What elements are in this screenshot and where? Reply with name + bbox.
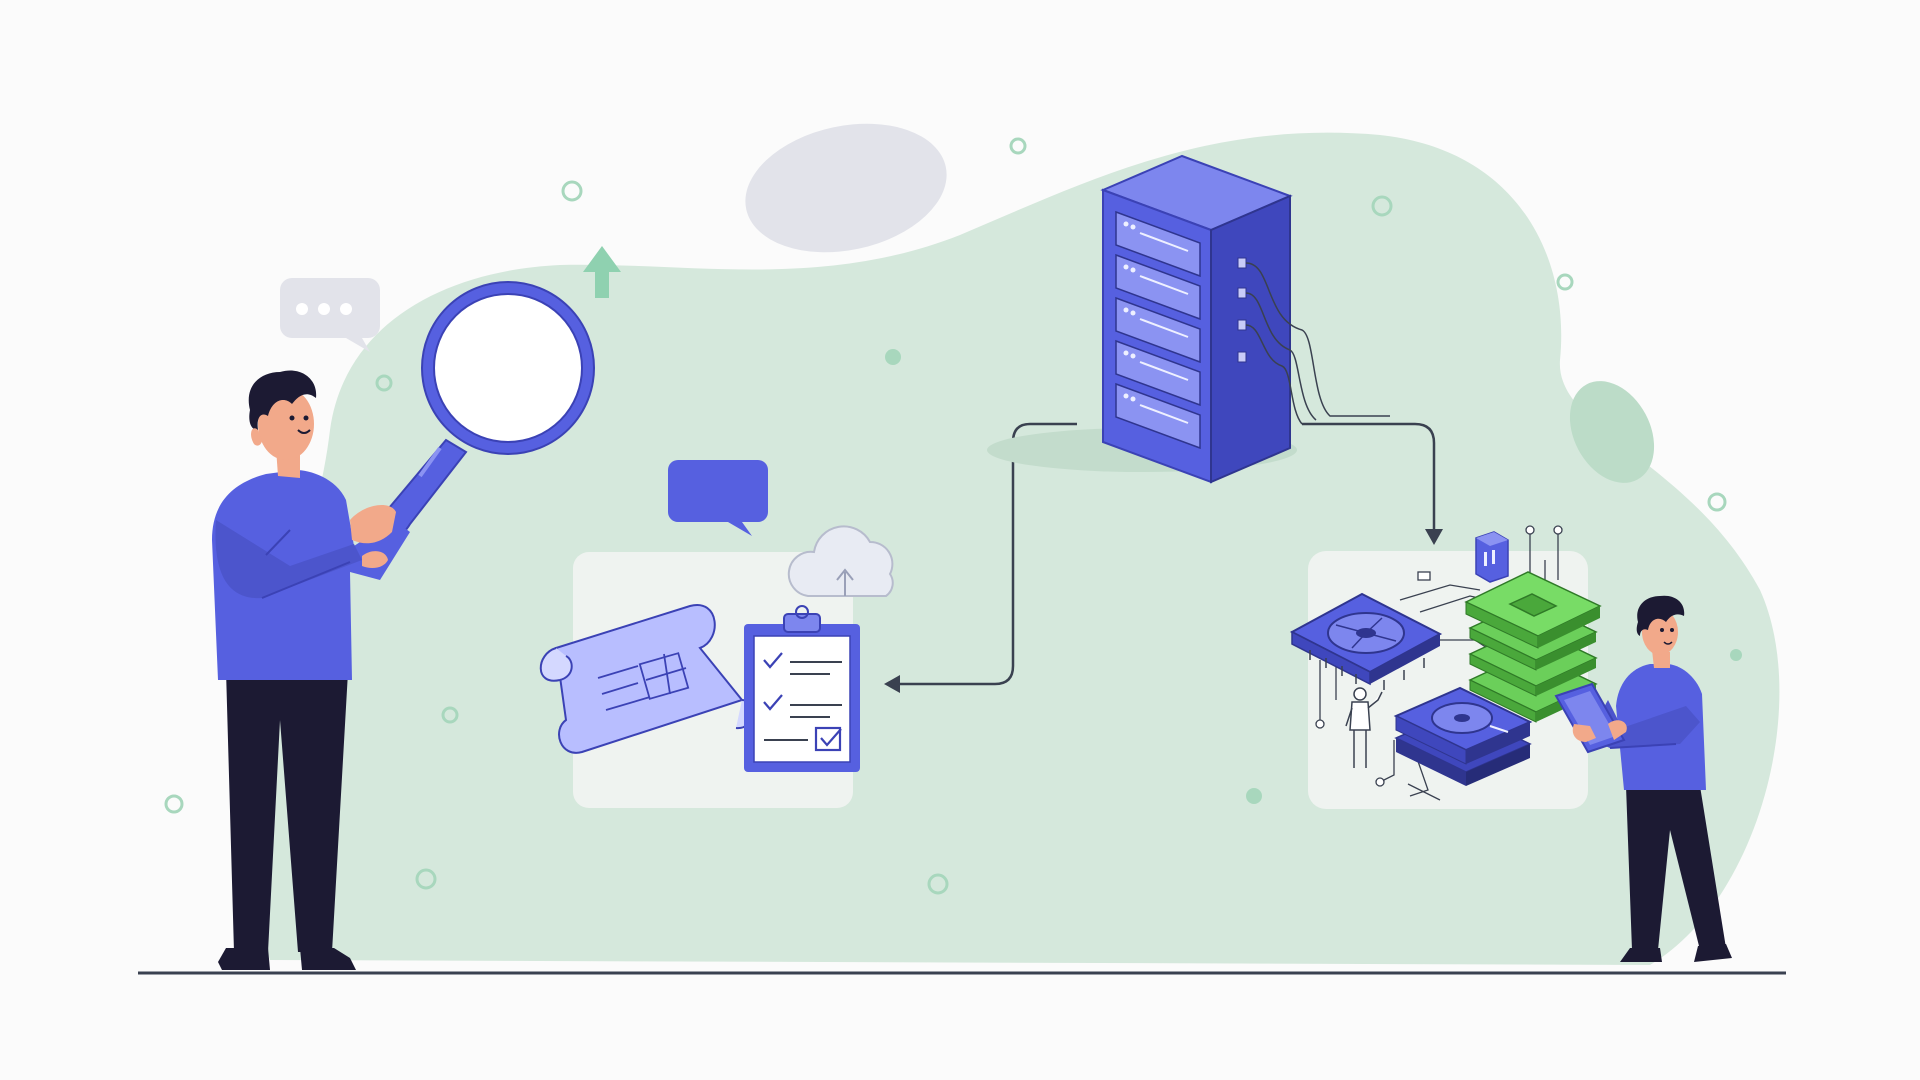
small-green-blob	[1569, 381, 1655, 483]
grey-cloud-blob	[745, 123, 947, 253]
cpu-fan-icon	[1289, 592, 1443, 690]
flow-connectors	[898, 422, 1436, 686]
ellipsis-speech-bubble-icon	[280, 278, 380, 352]
arrowhead-left	[884, 675, 900, 693]
hard-drive-icon	[1393, 686, 1533, 786]
cloud-upload-icon	[787, 525, 894, 597]
server-rack-icon	[987, 154, 1390, 484]
left-person	[212, 370, 410, 970]
right-person	[1554, 595, 1732, 962]
chat-bubble-icon	[668, 460, 768, 536]
arrow-up-icon	[583, 246, 621, 298]
solid-dots	[885, 349, 1742, 804]
sensor-module-icon	[1475, 531, 1509, 583]
checklist-clipboard-icon	[744, 605, 860, 772]
decorative-dots	[164, 137, 1727, 895]
magnifying-glass-icon	[380, 281, 595, 536]
technician-figure-icon	[1345, 687, 1383, 768]
arrowhead-down	[1425, 529, 1443, 545]
